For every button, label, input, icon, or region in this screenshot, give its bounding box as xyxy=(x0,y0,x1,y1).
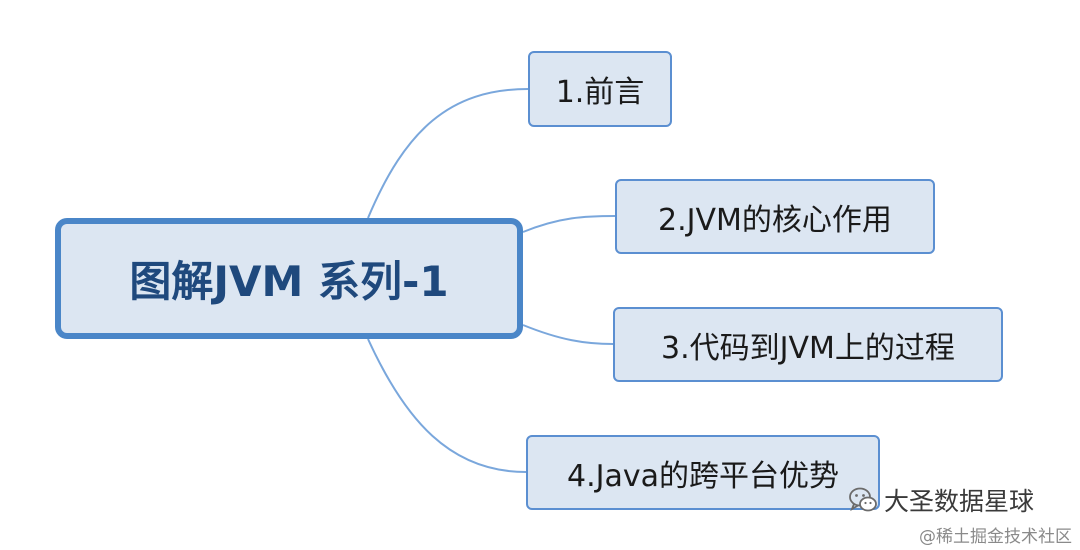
branch-label-3: 3.代码到JVM上的过程 xyxy=(661,330,955,366)
account-watermark: 大圣数据星球 xyxy=(848,482,1034,518)
branch-label-2: 2.JVM的核心作用 xyxy=(658,202,892,238)
root-topic-node[interactable]: 图解JVM 系列-1 xyxy=(55,218,523,339)
connector-branch-4 xyxy=(367,338,527,473)
branch-node-4[interactable]: 4.Java的跨平台优势 xyxy=(526,435,880,510)
connector-branch-3 xyxy=(522,324,614,345)
source-watermark: @稀土掘金技术社区 xyxy=(919,527,1072,547)
wechat-icon xyxy=(848,485,878,515)
connector-branch-2 xyxy=(522,215,616,233)
connector-branch-1 xyxy=(367,88,529,219)
branch-node-2[interactable]: 2.JVM的核心作用 xyxy=(615,179,935,254)
branch-node-3[interactable]: 3.代码到JVM上的过程 xyxy=(613,307,1003,382)
account-name: 大圣数据星球 xyxy=(884,487,1035,516)
branch-label-1: 1.前言 xyxy=(555,75,645,110)
branch-label-4: 4.Java的跨平台优势 xyxy=(567,458,839,494)
branch-node-1[interactable]: 1.前言 xyxy=(528,51,672,127)
root-topic-label: 图解JVM 系列-1 xyxy=(129,257,449,306)
